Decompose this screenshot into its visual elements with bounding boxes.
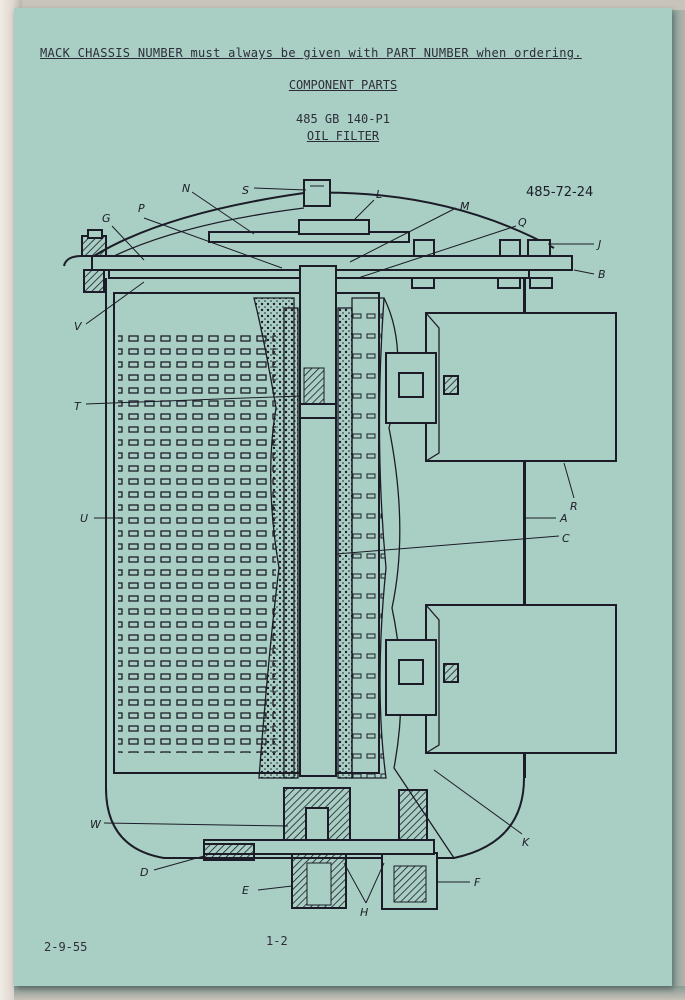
callout-g: G xyxy=(102,212,111,225)
callout-d: D xyxy=(140,866,148,879)
perforated-screen xyxy=(118,333,276,753)
document-page: MACK CHASSIS NUMBER must always be given… xyxy=(14,8,672,986)
ordering-notice: MACK CHASSIS NUMBER must always be given… xyxy=(40,46,600,60)
oil-filter-drawing: 485-72-24 N S L M Q G P J B V T R A C U … xyxy=(63,179,617,919)
section-title: COMPONENT PARTS xyxy=(288,78,398,92)
callout-h: H xyxy=(360,906,368,919)
callout-n: N xyxy=(182,182,190,195)
callout-v: V xyxy=(74,320,83,333)
figure-reference-number: 485-72-24 xyxy=(526,185,593,200)
callout-p: P xyxy=(138,202,145,215)
callout-w: W xyxy=(90,818,102,831)
callout-m: M xyxy=(460,200,470,213)
stud-s xyxy=(303,179,331,207)
filter-body xyxy=(63,179,617,910)
callout-b: B xyxy=(598,268,606,281)
callout-u: U xyxy=(80,512,88,525)
part-number: 485 GB 140-P1 xyxy=(296,112,390,126)
callout-t: T xyxy=(74,400,82,413)
part-name: OIL FILTER xyxy=(306,129,380,143)
callout-labels: N S L M Q G P J B V T R A C U K W D E H … xyxy=(74,182,606,919)
callout-e: E xyxy=(242,884,249,897)
callout-a: A xyxy=(559,512,568,525)
drain-fitting xyxy=(398,789,428,843)
leader-lines xyxy=(85,187,595,904)
page-edge-bottom xyxy=(14,986,685,1000)
footer-page-number: 1-2 xyxy=(266,934,288,948)
callout-r: R xyxy=(570,500,578,513)
callout-s: S xyxy=(242,184,249,197)
callout-q: Q xyxy=(518,216,527,229)
notice-middle: must always be given with xyxy=(182,46,387,60)
notice-end: when ordering. xyxy=(468,46,582,60)
callout-l: L xyxy=(376,188,382,201)
callout-j: J xyxy=(596,238,601,251)
notice-chassis: MACK CHASSIS NUMBER xyxy=(40,46,183,60)
notice-partnumber: PART NUMBER xyxy=(386,46,469,60)
page-edge-right xyxy=(672,10,685,1000)
center-stem xyxy=(299,265,337,777)
callout-c: C xyxy=(562,532,570,545)
footer-date: 2-9-55 xyxy=(44,940,88,954)
callout-f: F xyxy=(474,876,481,889)
callout-k: K xyxy=(522,836,530,849)
